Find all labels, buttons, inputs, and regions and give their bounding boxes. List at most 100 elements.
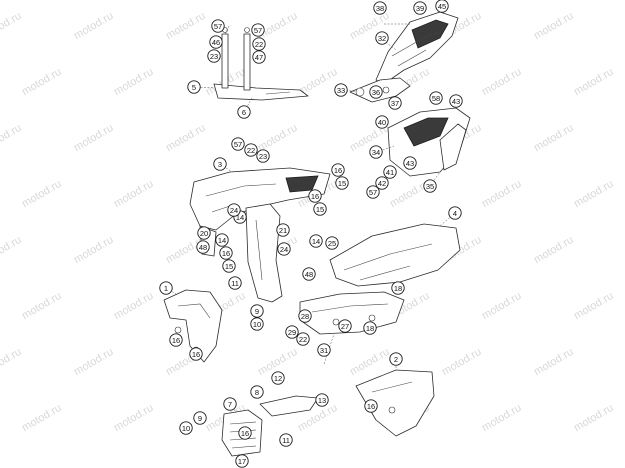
callout-circle xyxy=(193,411,207,425)
callout-label: 15 xyxy=(338,179,346,188)
callout-circle xyxy=(331,163,345,177)
callout-circle xyxy=(391,281,405,295)
callout-circle xyxy=(313,202,327,216)
callout-label: 23 xyxy=(210,52,218,61)
callout-label: 45 xyxy=(438,2,446,11)
callout-circle xyxy=(179,421,193,435)
callout-label: 43 xyxy=(452,97,460,106)
callout-label: 38 xyxy=(376,4,384,13)
callout-circle xyxy=(296,332,310,346)
callout-circle xyxy=(334,83,348,97)
callout-9: 9 xyxy=(193,411,207,425)
callout-label: 23 xyxy=(259,152,267,161)
callout-label: 36 xyxy=(372,88,380,97)
callout-circle xyxy=(252,37,266,51)
callout-label: 57 xyxy=(234,140,242,149)
callout-label: 24 xyxy=(280,245,288,254)
callout-41: 41 xyxy=(383,165,397,179)
callout-circle xyxy=(375,115,389,129)
callout-57: 57 xyxy=(231,137,245,151)
callout-label: 48 xyxy=(199,243,207,252)
callout-38: 38 xyxy=(373,1,387,15)
callout-circle xyxy=(219,246,233,260)
callout-circle xyxy=(252,50,266,64)
callout-16: 16 xyxy=(169,333,183,347)
callout-15: 15 xyxy=(335,176,349,190)
callout-15: 15 xyxy=(313,202,327,216)
callout-circle xyxy=(187,80,201,94)
callout-42: 42 xyxy=(375,176,389,190)
callout-25: 25 xyxy=(325,236,339,250)
callout-label: 17 xyxy=(238,457,246,466)
callout-10: 10 xyxy=(250,317,264,331)
callout-57: 57 xyxy=(366,185,380,199)
callout-47: 47 xyxy=(252,50,266,64)
callout-label: 16 xyxy=(311,192,319,201)
callout-13: 13 xyxy=(315,393,329,407)
callout-12: 12 xyxy=(271,371,285,385)
callout-40: 40 xyxy=(375,115,389,129)
callout-label: 22 xyxy=(255,40,263,49)
side-panel-rear-right xyxy=(387,107,471,177)
callout-29: 29 xyxy=(285,325,299,339)
callout-11: 11 xyxy=(279,433,293,447)
callout-circle xyxy=(298,309,312,323)
callout-20: 20 xyxy=(197,226,211,240)
callout-3: 3 xyxy=(213,157,227,171)
callout-circle xyxy=(169,333,183,347)
callout-label: 25 xyxy=(328,239,336,248)
callout-circle xyxy=(197,226,211,240)
callout-label: 48 xyxy=(305,270,313,279)
callout-11: 11 xyxy=(228,276,242,290)
callout-circle xyxy=(244,143,258,157)
callout-label: 29 xyxy=(288,328,296,337)
callout-circle xyxy=(413,1,427,15)
callout-22: 22 xyxy=(252,37,266,51)
callout-45: 45 xyxy=(435,0,449,13)
callout-circle xyxy=(325,236,339,250)
callout-8: 8 xyxy=(250,385,264,399)
callout-label: 42 xyxy=(378,179,386,188)
callout-label: 18 xyxy=(366,324,374,333)
callout-label: 24 xyxy=(230,206,238,215)
callout-label: 35 xyxy=(426,182,434,191)
callout-17: 17 xyxy=(235,454,249,468)
callout-16: 16 xyxy=(189,347,203,361)
callout-circle xyxy=(277,242,291,256)
callout-circle xyxy=(369,145,383,159)
callout-34: 34 xyxy=(369,145,383,159)
callout-circle xyxy=(250,385,264,399)
callout-circle xyxy=(317,343,331,357)
callout-circle xyxy=(237,105,251,119)
callout-circle xyxy=(251,23,265,37)
callout-circle xyxy=(223,397,237,411)
callout-circle xyxy=(250,304,264,318)
callout-46: 46 xyxy=(209,35,223,49)
callout-label: 5 xyxy=(192,83,196,92)
callout-circle xyxy=(448,206,462,220)
lower-belly-pan xyxy=(299,291,405,335)
callout-label: 15 xyxy=(225,262,233,271)
callout-circle xyxy=(271,371,285,385)
callout-circle xyxy=(235,454,249,468)
callout-circle xyxy=(335,176,349,190)
callout-circle xyxy=(423,179,437,193)
callout-23: 23 xyxy=(256,149,270,163)
callout-circle xyxy=(159,281,173,295)
callout-label: 21 xyxy=(279,226,287,235)
callout-36: 36 xyxy=(369,85,383,99)
callout-circle xyxy=(373,1,387,15)
callout-18: 18 xyxy=(363,321,377,335)
callout-label: 13 xyxy=(318,396,326,405)
callout-15: 15 xyxy=(222,259,236,273)
callout-label: 46 xyxy=(212,38,220,47)
callout-label: 10 xyxy=(253,320,261,329)
callout-circle xyxy=(383,165,397,179)
callout-circle xyxy=(338,319,352,333)
callout-label: 31 xyxy=(320,346,328,355)
callout-label: 22 xyxy=(299,335,307,344)
callout-24: 24 xyxy=(277,242,291,256)
callout-circle xyxy=(228,276,242,290)
callout-circle xyxy=(403,156,417,170)
callout-circle xyxy=(429,91,443,105)
